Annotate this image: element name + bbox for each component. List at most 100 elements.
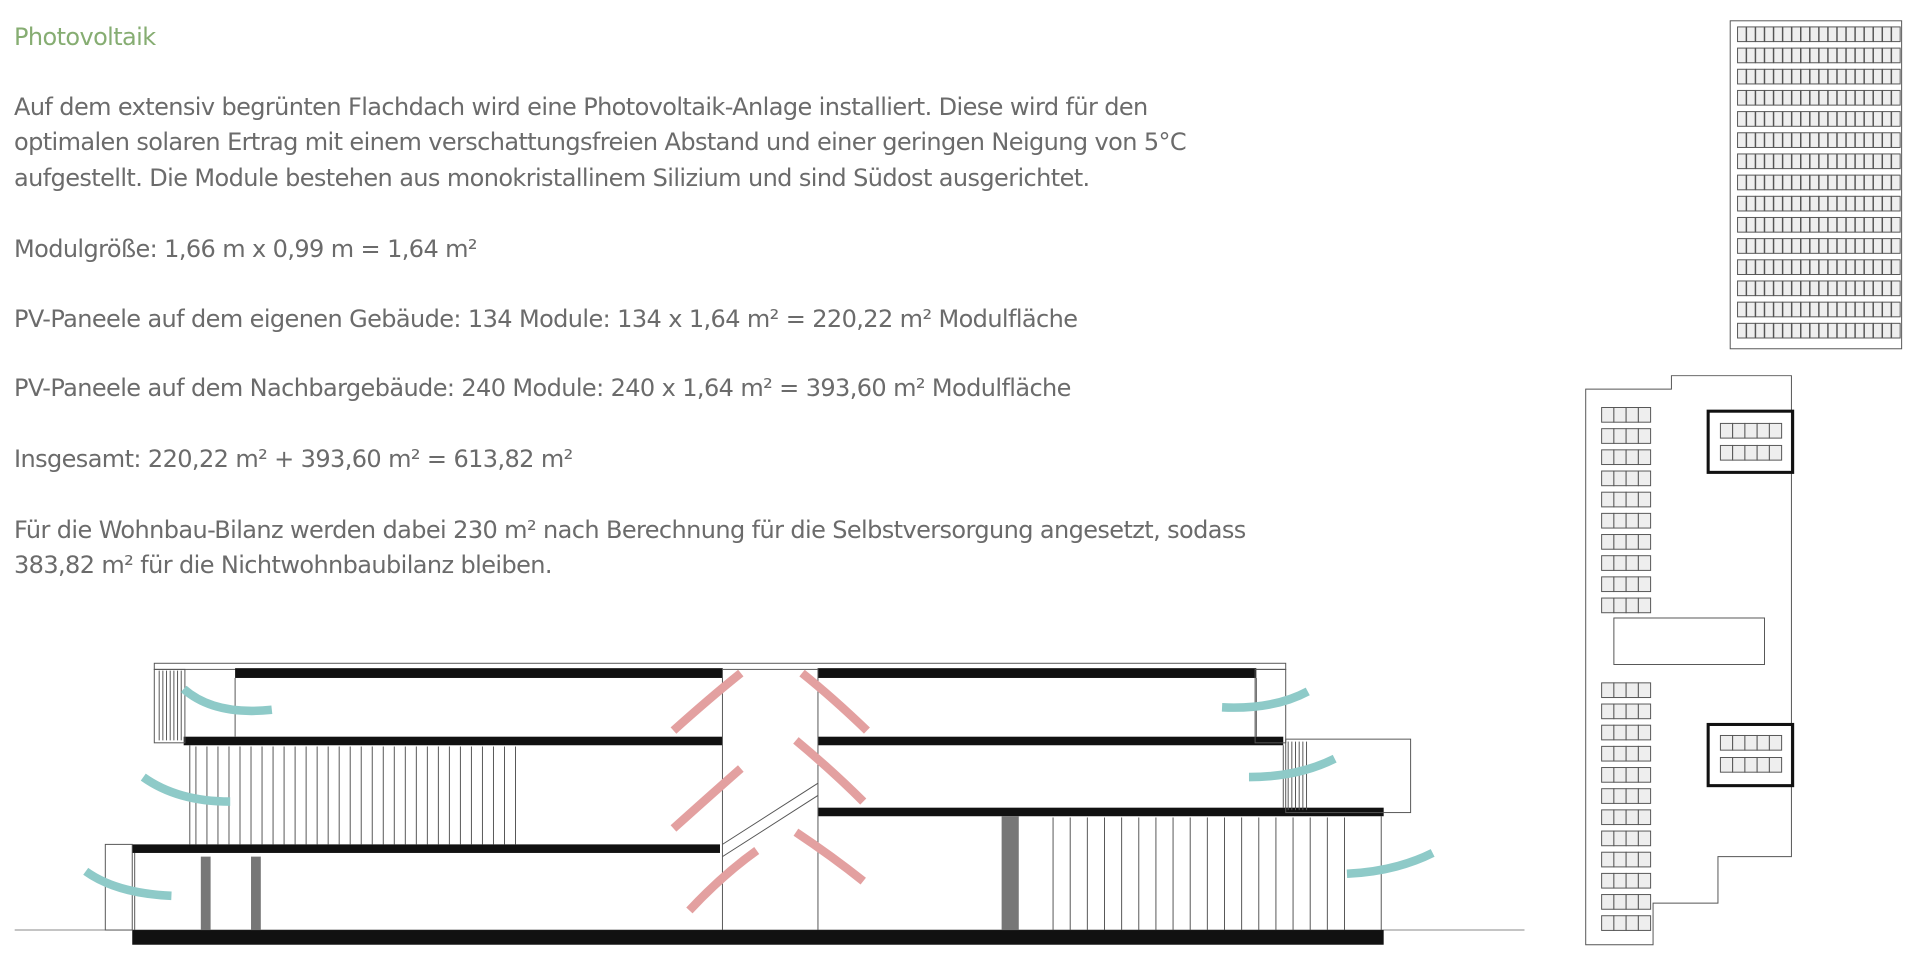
pv-module bbox=[1756, 112, 1765, 127]
pv-module bbox=[1801, 302, 1810, 317]
pv-module bbox=[1873, 27, 1882, 42]
pv-module bbox=[1837, 260, 1846, 275]
pv-module bbox=[1626, 704, 1638, 719]
pv-module bbox=[1801, 175, 1810, 190]
pv-module bbox=[1783, 281, 1792, 296]
pv-module bbox=[1638, 598, 1650, 613]
pv-module bbox=[1819, 48, 1828, 63]
pv-module bbox=[1783, 133, 1792, 148]
pv-module bbox=[1747, 281, 1756, 296]
pv-module bbox=[1602, 852, 1614, 867]
pv-module bbox=[1864, 112, 1873, 127]
pv-module bbox=[1883, 112, 1892, 127]
pv-module bbox=[1765, 239, 1774, 254]
module-size-text: Modulgröße: 1,66 m x 0,99 m = 1,64 m² bbox=[14, 232, 477, 267]
pv-module bbox=[1837, 90, 1846, 105]
pv-module bbox=[1756, 217, 1765, 232]
pv-module bbox=[1855, 133, 1864, 148]
pv-module bbox=[1855, 239, 1864, 254]
pv-module bbox=[1733, 758, 1745, 773]
pv-module bbox=[1855, 196, 1864, 211]
pv-module bbox=[1892, 196, 1901, 211]
pv-module bbox=[1837, 323, 1846, 338]
pv-module bbox=[1873, 133, 1882, 148]
pv-module bbox=[1873, 196, 1882, 211]
pv-module bbox=[1828, 48, 1837, 63]
pv-module bbox=[1774, 196, 1783, 211]
pv-module bbox=[1638, 873, 1650, 888]
pv-module bbox=[1720, 423, 1732, 438]
roof-plan-own-building bbox=[1730, 21, 1901, 349]
pv-module bbox=[1846, 154, 1855, 169]
pv-module bbox=[1837, 302, 1846, 317]
pv-module bbox=[1783, 27, 1792, 42]
pv-module bbox=[1855, 69, 1864, 84]
pv-module bbox=[1883, 154, 1892, 169]
pv-module bbox=[1810, 217, 1819, 232]
pv-module bbox=[1855, 154, 1864, 169]
pv-module bbox=[1846, 69, 1855, 84]
pv-module bbox=[1738, 27, 1747, 42]
pv-module bbox=[1783, 48, 1792, 63]
pv-module bbox=[1602, 704, 1614, 719]
pv-module bbox=[1864, 302, 1873, 317]
pv-module bbox=[1792, 302, 1801, 317]
pv-module bbox=[1765, 133, 1774, 148]
pv-module bbox=[1756, 323, 1765, 338]
pv-module bbox=[1792, 260, 1801, 275]
pv-module bbox=[1769, 735, 1781, 750]
pv-module bbox=[1745, 423, 1757, 438]
pv-module bbox=[1828, 112, 1837, 127]
pv-module bbox=[1638, 725, 1650, 740]
pv-module bbox=[1602, 831, 1614, 846]
pv-module bbox=[1846, 281, 1855, 296]
pv-module bbox=[1819, 69, 1828, 84]
pv-module bbox=[1819, 302, 1828, 317]
pv-module bbox=[1801, 260, 1810, 275]
pv-module bbox=[1738, 217, 1747, 232]
pv-module bbox=[1892, 112, 1901, 127]
pv-module bbox=[1819, 260, 1828, 275]
pv-module bbox=[1864, 239, 1873, 254]
roof-plan-neighbour-building bbox=[1586, 376, 1793, 945]
pv-module bbox=[1756, 175, 1765, 190]
pv-module bbox=[1873, 323, 1882, 338]
pv-module bbox=[1614, 725, 1626, 740]
pv-module bbox=[1837, 48, 1846, 63]
pv-module bbox=[1614, 492, 1626, 507]
pv-module bbox=[1883, 69, 1892, 84]
pv-module bbox=[1837, 112, 1846, 127]
pv-module bbox=[1801, 69, 1810, 84]
pv-module bbox=[1738, 239, 1747, 254]
pv-module bbox=[1892, 302, 1901, 317]
pv-module bbox=[1638, 831, 1650, 846]
pv-module bbox=[1819, 239, 1828, 254]
pv-module bbox=[1801, 133, 1810, 148]
pv-module bbox=[1626, 789, 1638, 804]
pv-module bbox=[1837, 133, 1846, 148]
pv-module bbox=[1774, 112, 1783, 127]
pv-module bbox=[1756, 27, 1765, 42]
intro-line-2: optimalen solaren Ertrag mit einem versc… bbox=[14, 125, 1186, 160]
pv-module bbox=[1602, 429, 1614, 444]
pv-module bbox=[1792, 90, 1801, 105]
pv-module bbox=[1626, 556, 1638, 571]
pv-module bbox=[1828, 90, 1837, 105]
pv-module bbox=[1769, 445, 1781, 460]
pv-module bbox=[1873, 154, 1882, 169]
pv-module bbox=[1745, 735, 1757, 750]
pv-module bbox=[1864, 27, 1873, 42]
pv-module bbox=[1638, 768, 1650, 783]
pv-module bbox=[1738, 154, 1747, 169]
pv-module bbox=[1602, 789, 1614, 804]
warm-air-arrows bbox=[673, 673, 866, 910]
pv-module bbox=[1792, 48, 1801, 63]
pv-module bbox=[1810, 175, 1819, 190]
pv-module bbox=[1602, 916, 1614, 931]
pv-module bbox=[1892, 239, 1901, 254]
pv-module bbox=[1602, 598, 1614, 613]
pv-module bbox=[1883, 323, 1892, 338]
pv-module bbox=[1756, 90, 1765, 105]
pv-module bbox=[1602, 577, 1614, 592]
pv-module bbox=[1837, 27, 1846, 42]
